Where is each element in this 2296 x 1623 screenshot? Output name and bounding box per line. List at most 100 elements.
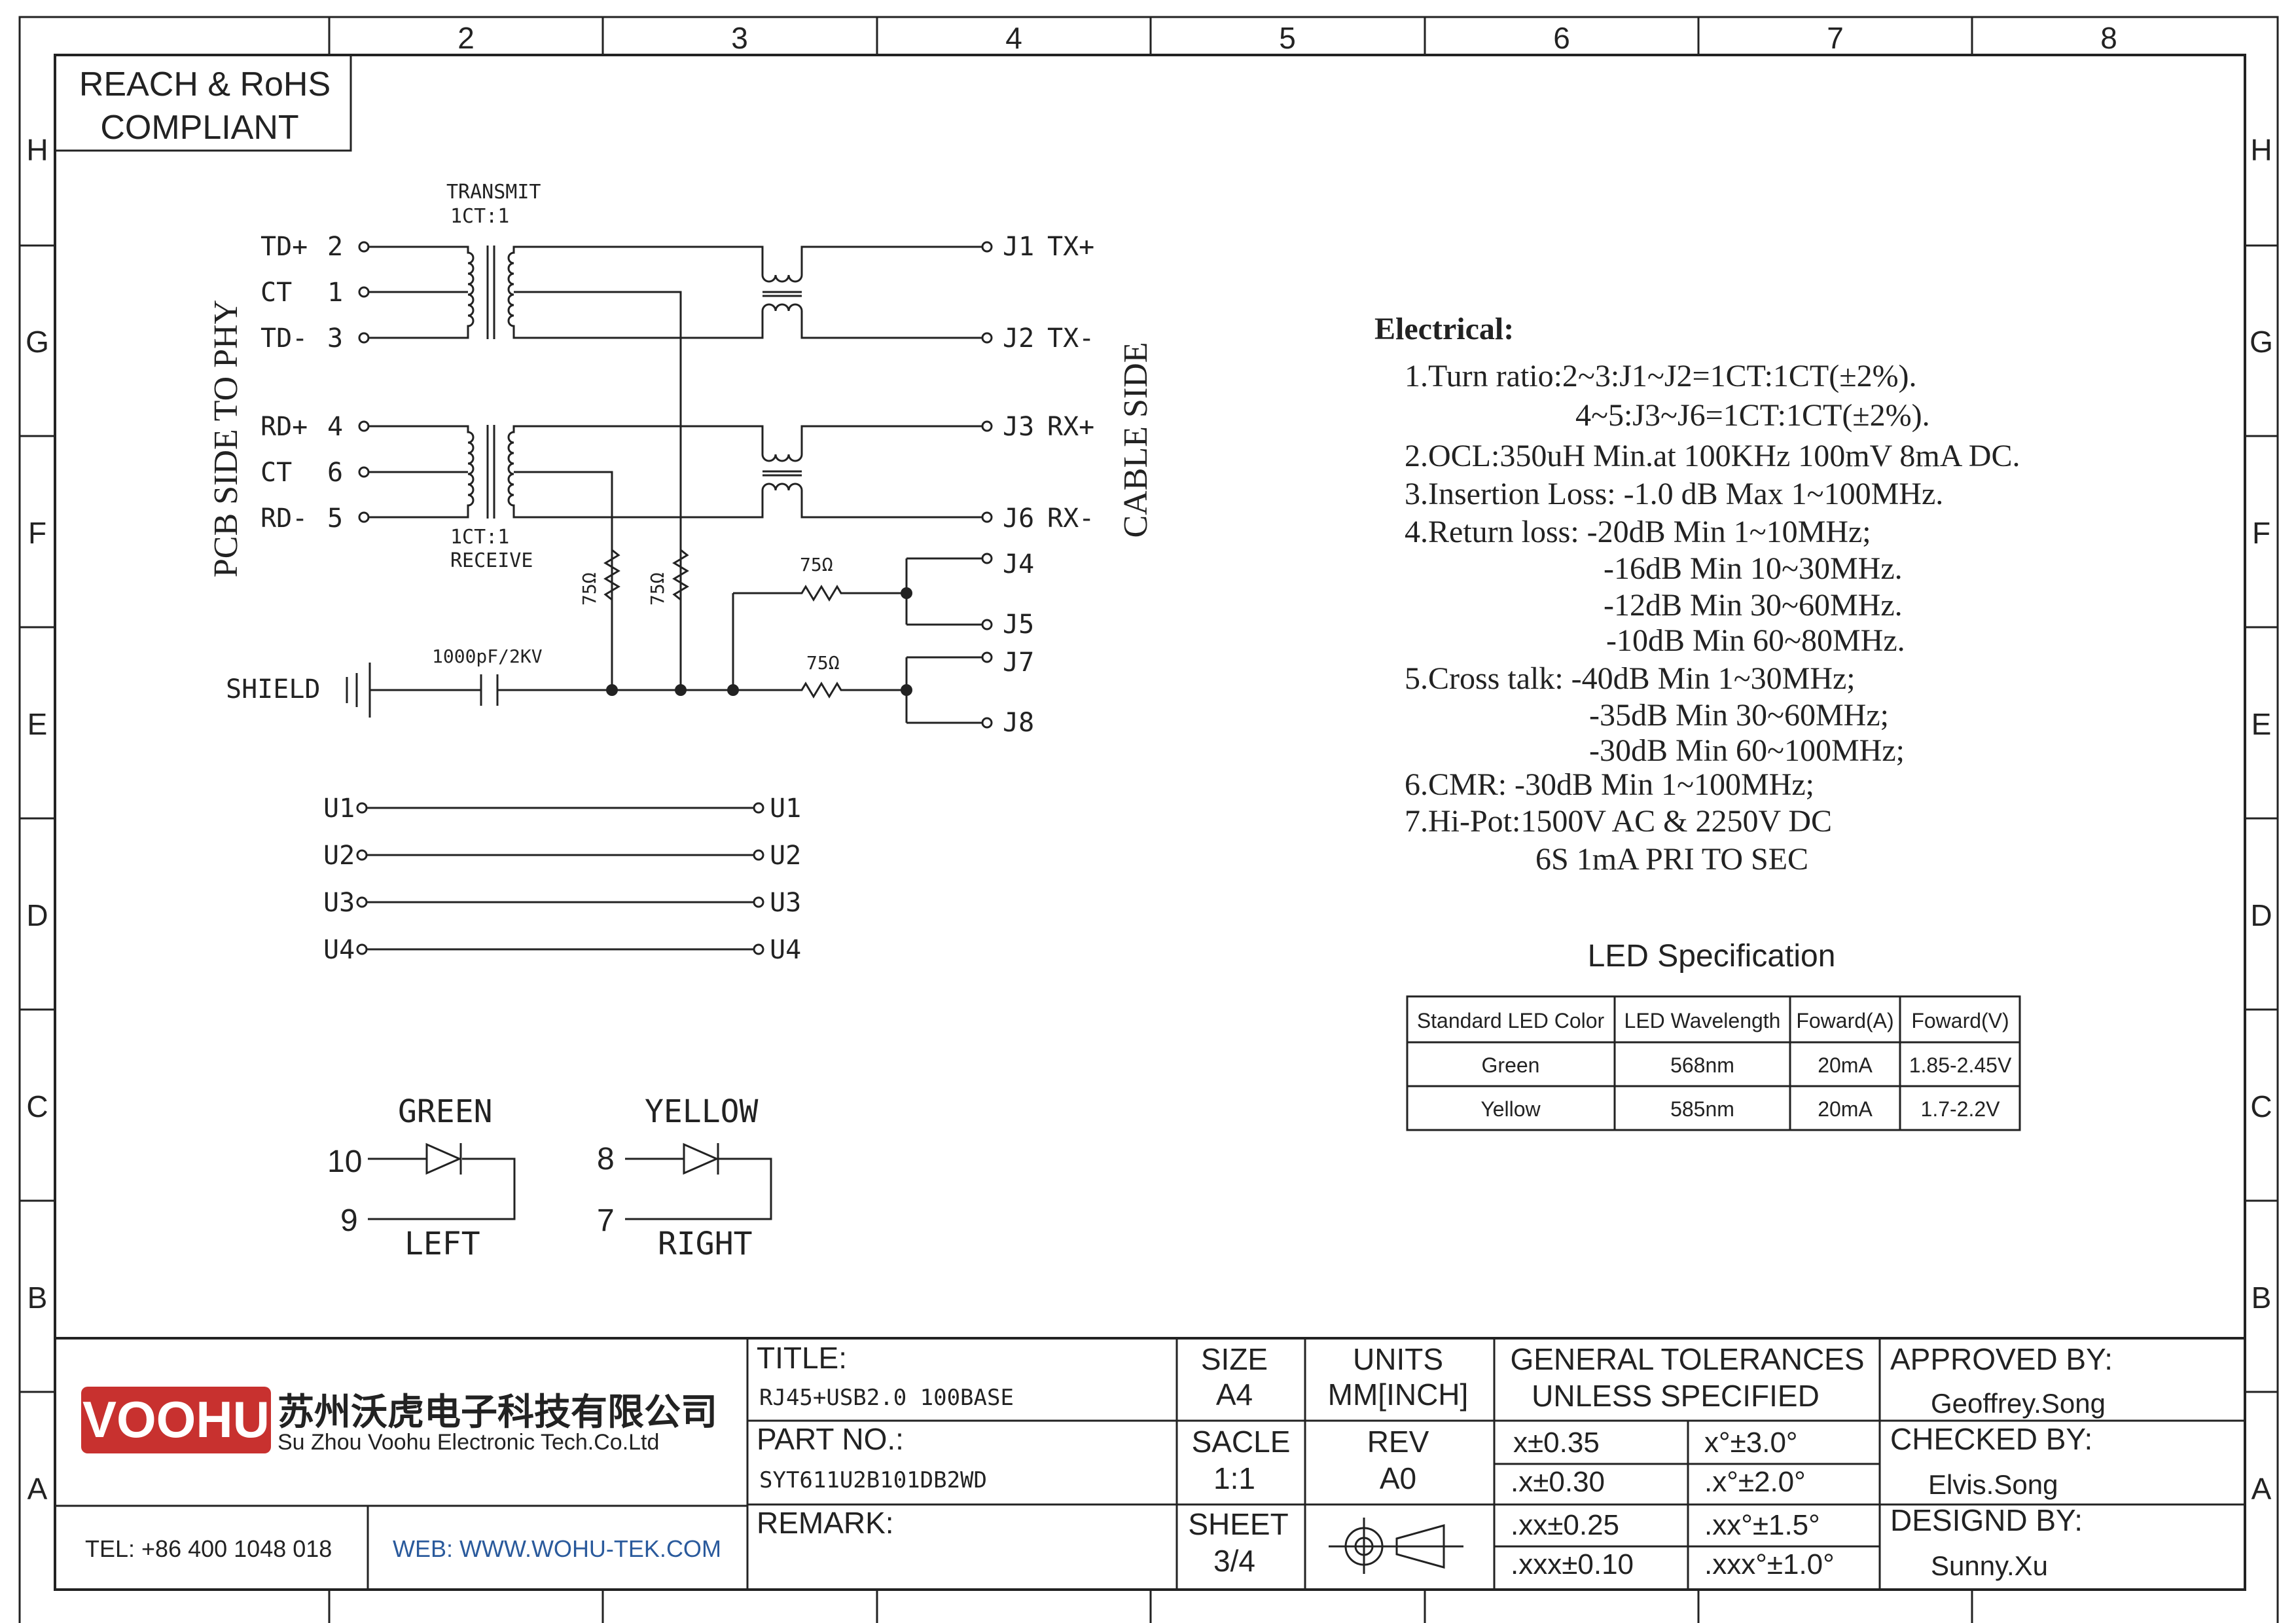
units-label: UNITS <box>1353 1342 1443 1376</box>
junction-dot <box>901 684 912 696</box>
pin-num-3: 3 <box>327 323 343 354</box>
led-spec-header: Standard LED Color <box>1417 1009 1605 1032</box>
pin-terminal <box>981 241 993 253</box>
checked-label: CHECKED BY: <box>1890 1422 2092 1456</box>
part-label: PART NO.: <box>757 1422 904 1456</box>
usb-right-u1: U1 <box>770 793 801 824</box>
pin-j6: J6 <box>1003 503 1034 534</box>
row-label-d-right: D <box>2250 898 2272 932</box>
title-value: RJ45+USB2.0 100BASE <box>759 1385 1014 1411</box>
usb-right-u2: U2 <box>770 841 801 871</box>
row-label-e-right: E <box>2251 707 2272 741</box>
tol-angular: .xx°±1.5° <box>1704 1509 1820 1541</box>
col-label-4: 4 <box>1005 21 1022 55</box>
led-spec-cell: 585nm <box>1670 1097 1734 1121</box>
pin-terminal <box>981 651 993 663</box>
led-spec-cell: 20mA <box>1818 1053 1873 1077</box>
row-ticks <box>20 244 2278 1393</box>
electrical-line-6: -16dB Min 10~30MHz. <box>1604 551 1903 586</box>
pin-terminal <box>358 332 370 344</box>
rev-label: REV <box>1367 1425 1429 1459</box>
sheet-value: 3/4 <box>1213 1544 1255 1578</box>
scale-value: 1:1 <box>1213 1461 1255 1495</box>
tolerances-title-1: GENERAL TOLERANCES <box>1510 1342 1864 1376</box>
pin-j8: J8 <box>1003 708 1034 738</box>
receive-label: RECEIVE <box>450 549 533 572</box>
led-spec-title: LED Specification <box>1588 939 1836 974</box>
usb-right-u3: U3 <box>770 888 801 918</box>
electrical-line-9: 5.Cross talk: -40dB Min 1~30MHz; <box>1405 661 1856 696</box>
r-label-1: 75Ω <box>579 572 600 606</box>
electrical-line-3: 2.OCL:350uH Min.at 100KHz 100mV 8mA DC. <box>1405 439 2020 473</box>
compliance-line2: COMPLIANT <box>100 109 298 147</box>
led-spec-header: Foward(V) <box>1911 1009 2009 1032</box>
electrical-line-8: -10dB Min 60~80MHz. <box>1606 623 1905 658</box>
row-label-b-left: B <box>27 1281 48 1315</box>
led-green-side: LEFT <box>404 1226 480 1262</box>
led-green-pin-a: 10 <box>327 1144 362 1179</box>
checked-value: Elvis.Song <box>1928 1469 2058 1500</box>
tol-linear: .xx±0.25 <box>1511 1509 1619 1541</box>
logo-text: VOOHU <box>82 1391 270 1448</box>
led-green: GREEN 10 9 LEFT <box>327 1093 516 1262</box>
led-spec-header: Foward(A) <box>1796 1009 1893 1032</box>
pin-num-2: 2 <box>327 232 343 262</box>
pin-j4: J4 <box>1003 549 1034 579</box>
usb-left-u2: U2 <box>323 841 355 871</box>
row-label-h-left: H <box>26 133 48 167</box>
tol-linear: x±0.35 <box>1513 1427 1600 1459</box>
led-yellow: YELLOW 8 7 RIGHT <box>597 1093 772 1262</box>
resistor-75-j7j8 <box>733 682 906 699</box>
company-logo: VOOHU <box>81 1387 271 1453</box>
tol-linear: .xxx±0.10 <box>1511 1548 1634 1580</box>
pin-name-tdm: TD- <box>260 323 308 354</box>
pin-terminal <box>981 619 993 630</box>
units-value: MM[INCH] <box>1328 1377 1469 1412</box>
sig-txp: TX+ <box>1047 232 1094 262</box>
company-name-cn: 苏州沃虎电子科技有限公司 <box>278 1391 717 1432</box>
row-label-a-left: A <box>27 1472 48 1506</box>
row-label-f-left: F <box>28 516 46 550</box>
usb-right-u4: U4 <box>770 935 801 965</box>
rx-choke <box>720 425 982 519</box>
row-label-e-left: E <box>27 707 48 741</box>
led-spec-cell: Yellow <box>1480 1097 1541 1121</box>
designed-label: DESIGND BY: <box>1890 1503 2083 1537</box>
junction-dot <box>606 684 618 696</box>
pin-terminal <box>981 511 993 523</box>
company-name-en: Su Zhou Voohu Electronic Tech.Co.Ltd <box>278 1430 659 1455</box>
led-yellow-side: RIGHT <box>658 1226 753 1262</box>
led-spec-cell: 20mA <box>1818 1097 1873 1121</box>
pin-terminal <box>358 466 370 478</box>
pin-terminal <box>358 511 370 523</box>
led-green-name: GREEN <box>398 1093 493 1130</box>
pin-name-ct2: CT <box>260 458 292 488</box>
junction-dot <box>901 587 912 599</box>
electrical-line-10: -35dB Min 30~60MHz; <box>1589 698 1889 733</box>
diode-icon <box>683 1142 719 1175</box>
compliance-line1: REACH & RoHS <box>79 65 331 103</box>
compliance-box <box>54 54 352 152</box>
row-label-c-right: C <box>2250 1089 2272 1123</box>
electrical-line-11: -30dB Min 60~100MHz; <box>1589 733 1905 768</box>
pin-terminal <box>981 420 993 432</box>
usb-lines <box>356 802 764 955</box>
usb-left-u4: U4 <box>323 935 355 965</box>
pin-terminal <box>358 286 370 298</box>
col-label-2: 2 <box>457 21 475 55</box>
electrical-line-1: 1.Turn ratio:2~3:J1~J2=1CT:1CT(±2%). <box>1405 359 1917 393</box>
row-label-h-right: H <box>2250 133 2272 167</box>
col-label-8: 8 <box>2100 21 2117 55</box>
web-link[interactable]: WEB: WWW.WOHU-TEK.COM <box>393 1535 721 1562</box>
led-spec-table <box>1406 995 2021 1131</box>
row-label-g-left: G <box>26 325 49 359</box>
tol-angular: .x°±2.0° <box>1704 1466 1806 1498</box>
transmit-label: TRANSMIT <box>446 181 541 204</box>
row-label-f-right: F <box>2252 516 2270 550</box>
r-label-3: 75Ω <box>800 554 833 575</box>
row-label-g-right: G <box>2250 325 2273 359</box>
designed-value: Sunny.Xu <box>1931 1550 2048 1581</box>
part-no-value: SYT611U2B101DB2WD <box>759 1467 987 1493</box>
title-label: TITLE: <box>757 1341 847 1375</box>
pcb-side-label: PCB SIDE TO PHY <box>207 300 245 577</box>
